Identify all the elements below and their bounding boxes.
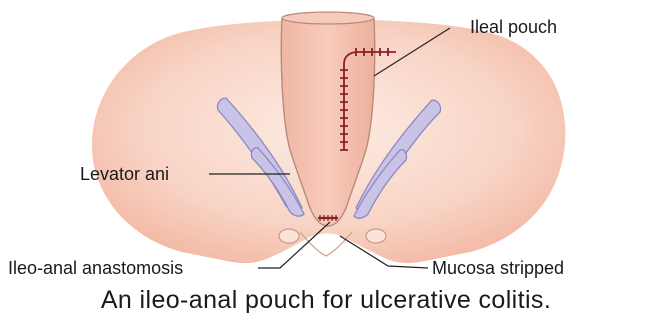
label-mucosa-stripped: Mucosa stripped: [432, 258, 564, 278]
figure-caption: An ileo-anal pouch for ulcerative coliti…: [101, 286, 551, 314]
label-ileal-pouch: Ileal pouch: [470, 17, 557, 37]
left-ischial-circle: [279, 229, 299, 243]
label-levator-ani: Levator ani: [80, 164, 169, 184]
pouch-top: [282, 12, 374, 24]
right-ischial-circle: [366, 229, 386, 243]
label-ileo-anal-anastomosis: Ileo-anal anastomosis: [8, 258, 183, 278]
